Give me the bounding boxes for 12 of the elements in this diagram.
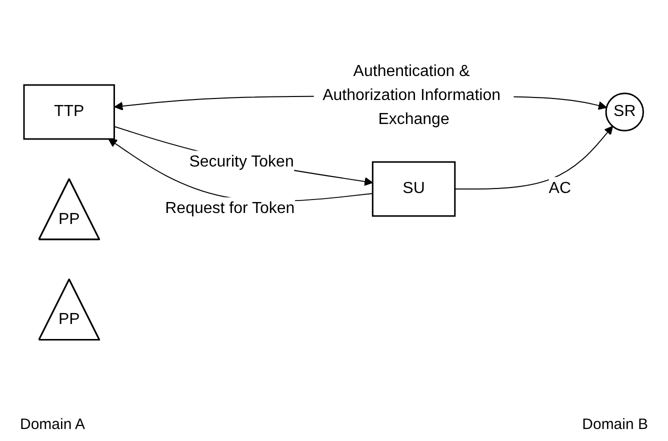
edge-label: AC bbox=[549, 180, 572, 198]
arrow bbox=[108, 138, 374, 202]
edge-label: Security Token bbox=[190, 154, 294, 171]
domain-label: Domain A bbox=[20, 416, 86, 433]
domain-label: Domain B bbox=[582, 416, 648, 433]
edge-label: Request for Token bbox=[165, 200, 296, 218]
node-circle: SR bbox=[606, 92, 644, 132]
edge-label: Authentication & Authorization Information Exchange bbox=[322, 63, 501, 128]
node-box: TTP bbox=[24, 84, 116, 140]
arrow bbox=[454, 126, 614, 190]
arrow bbox=[114, 126, 374, 186]
node-box: SU bbox=[372, 161, 456, 217]
